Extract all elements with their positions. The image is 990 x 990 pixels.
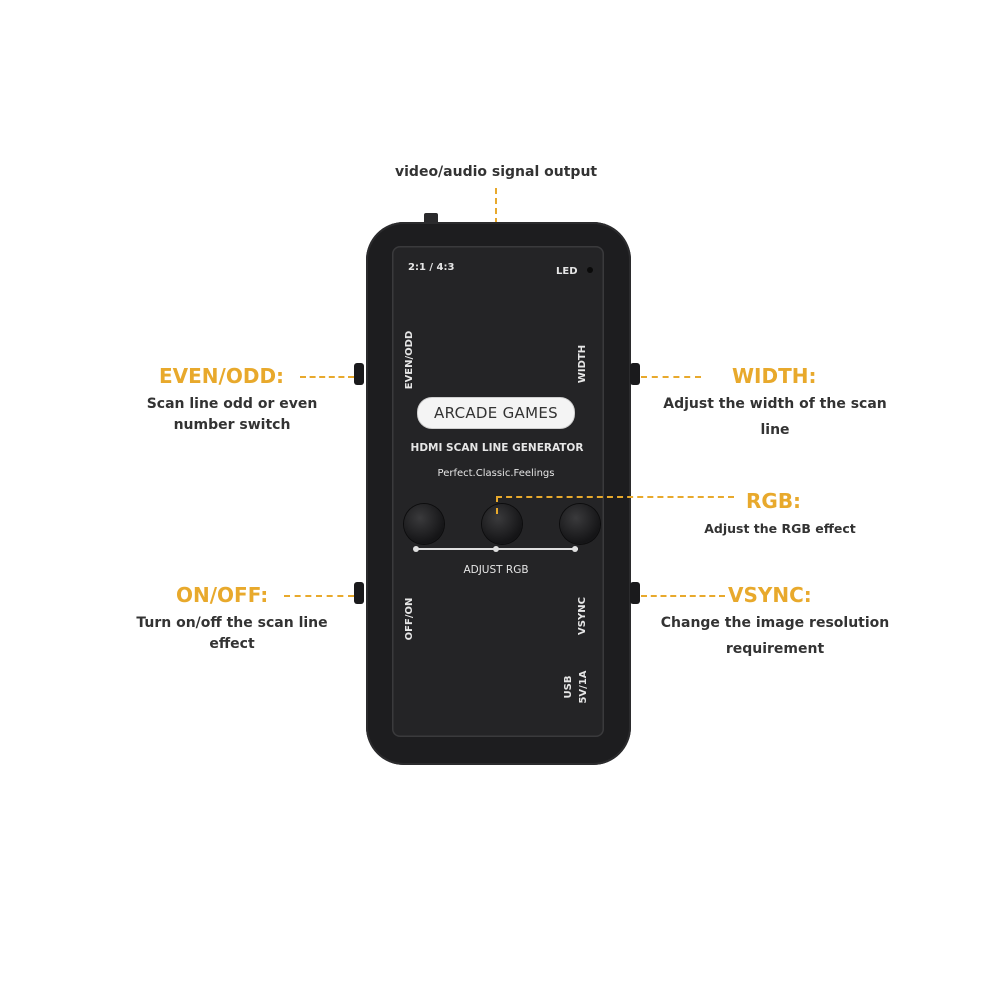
rgb-dot-center: [493, 546, 499, 552]
rgb-title: RGB:: [746, 489, 802, 513]
vsync-device-label: VSYNC: [577, 597, 588, 635]
rgb-leader-horizontal: [496, 496, 734, 498]
width-desc-line1: Adjust the width of the scan: [663, 396, 887, 412]
led-indicator: [587, 267, 593, 273]
device-panel: [392, 246, 604, 737]
usb-power-label: 5V/1A: [578, 670, 589, 704]
width-title: WIDTH:: [732, 364, 817, 388]
arcade-games-badge: ARCADE GAMES: [417, 397, 575, 429]
product-name: HDMI SCAN LINE GENERATOR: [410, 442, 584, 454]
even-odd-switch[interactable]: [354, 363, 364, 385]
rgb-knob-left[interactable]: [404, 504, 444, 544]
on-off-desc-line2: effect: [209, 636, 255, 652]
tagline: Perfect.Classic.Feelings: [437, 468, 555, 479]
output-port: [424, 213, 438, 224]
width-switch[interactable]: [630, 363, 640, 385]
rgb-dot-right: [572, 546, 578, 552]
even-odd-desc-line1: Scan line odd or even: [146, 396, 318, 412]
even-odd-title: EVEN/ODD:: [159, 364, 285, 388]
even-odd-leader: [300, 376, 354, 378]
rgb-leader-vertical: [496, 496, 498, 514]
ratio-label: 2:1 / 4:3: [408, 262, 455, 273]
vsync-leader: [641, 595, 725, 597]
even-odd-device-label: EVEN/ODD: [404, 330, 415, 390]
width-device-label: WIDTH: [577, 344, 588, 384]
on-off-desc-line1: Turn on/off the scan line: [136, 615, 328, 631]
vsync-title: VSYNC:: [728, 583, 812, 607]
off-on-device-label: OFF/ON: [404, 597, 415, 641]
even-odd-desc-line2: number switch: [173, 417, 291, 433]
vsync-desc-line2: requirement: [725, 641, 825, 657]
video-audio-output-label: video/audio signal output: [395, 164, 598, 180]
rgb-dot-left: [413, 546, 419, 552]
width-desc-line2: line: [760, 422, 790, 438]
rgb-knob-right[interactable]: [560, 504, 600, 544]
width-leader: [641, 376, 701, 378]
rgb-desc: Adjust the RGB effect: [704, 521, 856, 536]
top-output-leader: [495, 188, 497, 224]
vsync-desc-line1: Change the image resolution: [660, 615, 890, 631]
on-off-switch[interactable]: [354, 582, 364, 604]
usb-label: USB: [563, 675, 574, 699]
led-label: LED: [556, 266, 578, 277]
rgb-knob-center[interactable]: [482, 504, 522, 544]
on-off-title: ON/OFF:: [176, 583, 269, 607]
vsync-switch[interactable]: [630, 582, 640, 604]
adjust-rgb-label: ADJUST RGB: [463, 564, 529, 576]
on-off-leader: [284, 595, 354, 597]
